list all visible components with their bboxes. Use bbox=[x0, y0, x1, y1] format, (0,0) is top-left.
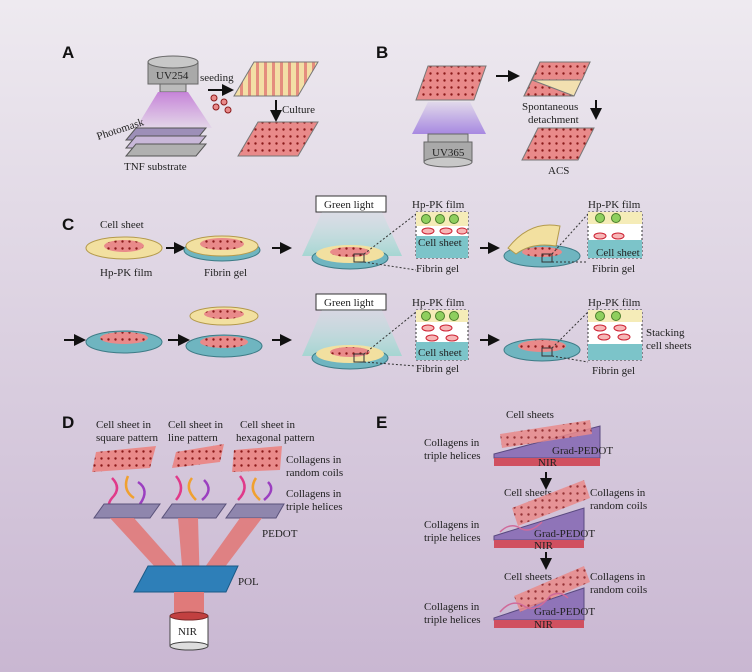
cell-sheets-label: cell sheets bbox=[646, 340, 692, 352]
e-grad-pedot-1: Grad-PEDOT bbox=[552, 445, 613, 457]
row2-dish-1 bbox=[85, 330, 163, 354]
green-beam-2 bbox=[302, 310, 402, 356]
zoom-cell-sheet-label-1: Cell sheet bbox=[418, 237, 462, 249]
d-hex-1: Cell sheet in bbox=[240, 419, 295, 431]
uv254-label: UV254 bbox=[156, 70, 189, 82]
zoom-fibrin-gel-label-2: Fibrin gel bbox=[592, 263, 635, 275]
panel-e-label: E bbox=[376, 413, 387, 432]
nir-label-d: NIR bbox=[178, 626, 198, 638]
zoom-box-4 bbox=[587, 309, 643, 361]
e-random-3a: Collagens in bbox=[590, 571, 646, 583]
d-random-2: random coils bbox=[286, 467, 343, 479]
green-light-label-1: Green light bbox=[324, 199, 374, 211]
panel-a-label: A bbox=[62, 43, 74, 62]
e-triple-1a: Collagens in bbox=[424, 437, 480, 449]
stacked-dish bbox=[503, 338, 581, 362]
uv365-label: UV365 bbox=[432, 147, 465, 159]
uv365-lamp bbox=[423, 133, 473, 168]
e-grad-pedot-2: Grad-PEDOT bbox=[534, 528, 595, 540]
hp-pk-film-zoom-label-3: Hp-PK film bbox=[412, 297, 465, 309]
e-cell-sheets-3: Cell sheets bbox=[504, 571, 552, 583]
e-random-2a: Collagens in bbox=[590, 487, 646, 499]
detaching-sheet bbox=[523, 61, 591, 97]
fibrin-gel-dish bbox=[183, 235, 261, 262]
row2-dish-2 bbox=[185, 306, 263, 358]
acs-sheet bbox=[521, 127, 595, 161]
e-nir-1: NIR bbox=[538, 457, 558, 469]
zoom-fibrin-gel-label-3: Fibrin gel bbox=[416, 363, 459, 375]
zoom-fibrin-gel-label-4: Fibrin gel bbox=[592, 365, 635, 377]
d-triple-2: triple helices bbox=[286, 501, 343, 513]
stacking-label: Stacking bbox=[646, 327, 685, 339]
green-light-label-2: Green light bbox=[324, 297, 374, 309]
e-triple-1b: triple helices bbox=[424, 450, 481, 462]
hp-pk-film-label: Hp-PK film bbox=[100, 267, 153, 279]
green-beam-1 bbox=[302, 212, 402, 256]
cell-sheet-label: Cell sheet bbox=[100, 219, 144, 231]
pol-label: POL bbox=[238, 576, 259, 588]
zoom-box-3 bbox=[415, 309, 469, 361]
e-triple-2a: Collagens in bbox=[424, 519, 480, 531]
zoom-cell-sheet-label-2: Cell sheet bbox=[596, 247, 640, 259]
fibrin-gel-label-1: Fibrin gel bbox=[204, 267, 247, 279]
acs-label: ACS bbox=[548, 165, 569, 177]
patterned-substrate bbox=[233, 61, 319, 97]
d-line-2: line pattern bbox=[168, 432, 218, 444]
e-triple-2b: triple helices bbox=[424, 532, 481, 544]
e-stage-3 bbox=[493, 566, 590, 628]
e-triple-3a: Collagens in bbox=[424, 601, 480, 613]
nir-source-d bbox=[169, 592, 209, 651]
e-stage-1 bbox=[493, 420, 601, 466]
detachment-label: detachment bbox=[528, 114, 579, 126]
irradiated-dish-1 bbox=[311, 245, 389, 270]
hp-pk-film-zoom-label-4: Hp-PK film bbox=[588, 297, 641, 309]
spontaneous-label: Spontaneous bbox=[522, 101, 578, 113]
hp-pk-film-zoom-label-2: Hp-PK film bbox=[588, 199, 641, 211]
culture-label: Culture bbox=[282, 104, 315, 116]
d-random-1: Collagens in bbox=[286, 454, 342, 466]
e-random-2b: random coils bbox=[590, 500, 647, 512]
uv254-lamp bbox=[136, 55, 212, 128]
e-cell-sheets-2: Cell sheets bbox=[504, 487, 552, 499]
hp-pk-film-zoom-label-1: Hp-PK film bbox=[412, 199, 465, 211]
cultured-cell-sheet bbox=[237, 121, 319, 157]
zoom-fibrin-gel-label-1: Fibrin gel bbox=[416, 263, 459, 275]
tnf-substrate-label: TNF substrate bbox=[124, 161, 187, 173]
panel-d-label: D bbox=[62, 413, 74, 432]
d-triple-1: Collagens in bbox=[286, 488, 342, 500]
d-square-2: square pattern bbox=[96, 432, 158, 444]
e-nir-2: NIR bbox=[534, 540, 554, 552]
panel-b-label: B bbox=[376, 43, 388, 62]
pedot-plates bbox=[93, 503, 285, 519]
b-cell-sheet bbox=[415, 65, 487, 101]
polarizer bbox=[133, 565, 239, 593]
seed-cells bbox=[210, 94, 232, 114]
d-hex-2: hexagonal pattern bbox=[236, 432, 315, 444]
zoom-box-2 bbox=[587, 211, 643, 259]
e-grad-pedot-3: Grad-PEDOT bbox=[534, 606, 595, 618]
peeling-film-dish bbox=[503, 224, 581, 268]
d-square-1: Cell sheet in bbox=[96, 419, 151, 431]
seeding-label: seeding bbox=[200, 72, 234, 84]
e-nir-3: NIR bbox=[534, 619, 554, 631]
panel-c-label: C bbox=[62, 215, 74, 234]
d-cell-sheets bbox=[92, 444, 282, 472]
hp-pk-film-dish bbox=[85, 236, 163, 260]
e-triple-3b: triple helices bbox=[424, 614, 481, 626]
zoom-box-1 bbox=[415, 211, 469, 259]
e-random-3b: random coils bbox=[590, 584, 647, 596]
photomask-stack bbox=[124, 127, 208, 157]
d-line-1: Cell sheet in bbox=[168, 419, 223, 431]
uv365-beam bbox=[412, 102, 486, 134]
e-stage-2 bbox=[493, 480, 590, 548]
zoom-cell-sheet-label-3: Cell sheet bbox=[418, 347, 462, 359]
e-cell-sheets-1: Cell sheets bbox=[506, 409, 554, 421]
irradiated-dish-2 bbox=[311, 345, 389, 370]
pedot-label: PEDOT bbox=[262, 528, 298, 540]
